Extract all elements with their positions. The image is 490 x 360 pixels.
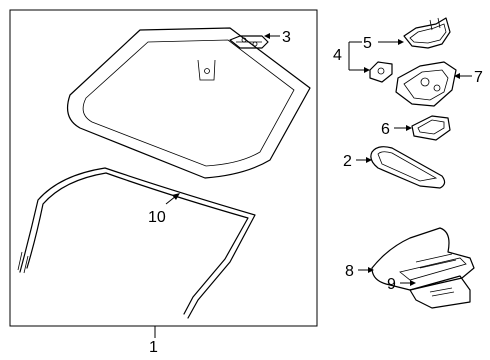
callout-3: 3	[282, 29, 291, 46]
callout-7: 7	[474, 69, 483, 86]
callout-9: 9	[387, 276, 396, 293]
callout-4: 4	[333, 47, 342, 64]
callout-5: 5	[363, 35, 372, 52]
sensor-bracket	[395, 61, 457, 107]
rain-light-sensor	[369, 61, 393, 83]
rearview-mirror	[370, 146, 446, 189]
mirror-cover	[371, 227, 475, 291]
windshield-molding	[17, 167, 256, 319]
callout-1: 1	[149, 339, 158, 356]
callout-10: 10	[148, 209, 166, 226]
lower-cover	[409, 275, 471, 309]
callout-2: 2	[343, 153, 352, 170]
assembly-frame	[9, 9, 318, 327]
callout-8: 8	[345, 263, 354, 280]
callout-6: 6	[381, 121, 390, 138]
windshield-glass	[67, 27, 311, 179]
leader-lines	[154, 33, 472, 338]
mirror-mount-bracket	[229, 35, 269, 49]
camera-module	[411, 115, 451, 141]
sensor-cover-gasket	[403, 17, 451, 49]
